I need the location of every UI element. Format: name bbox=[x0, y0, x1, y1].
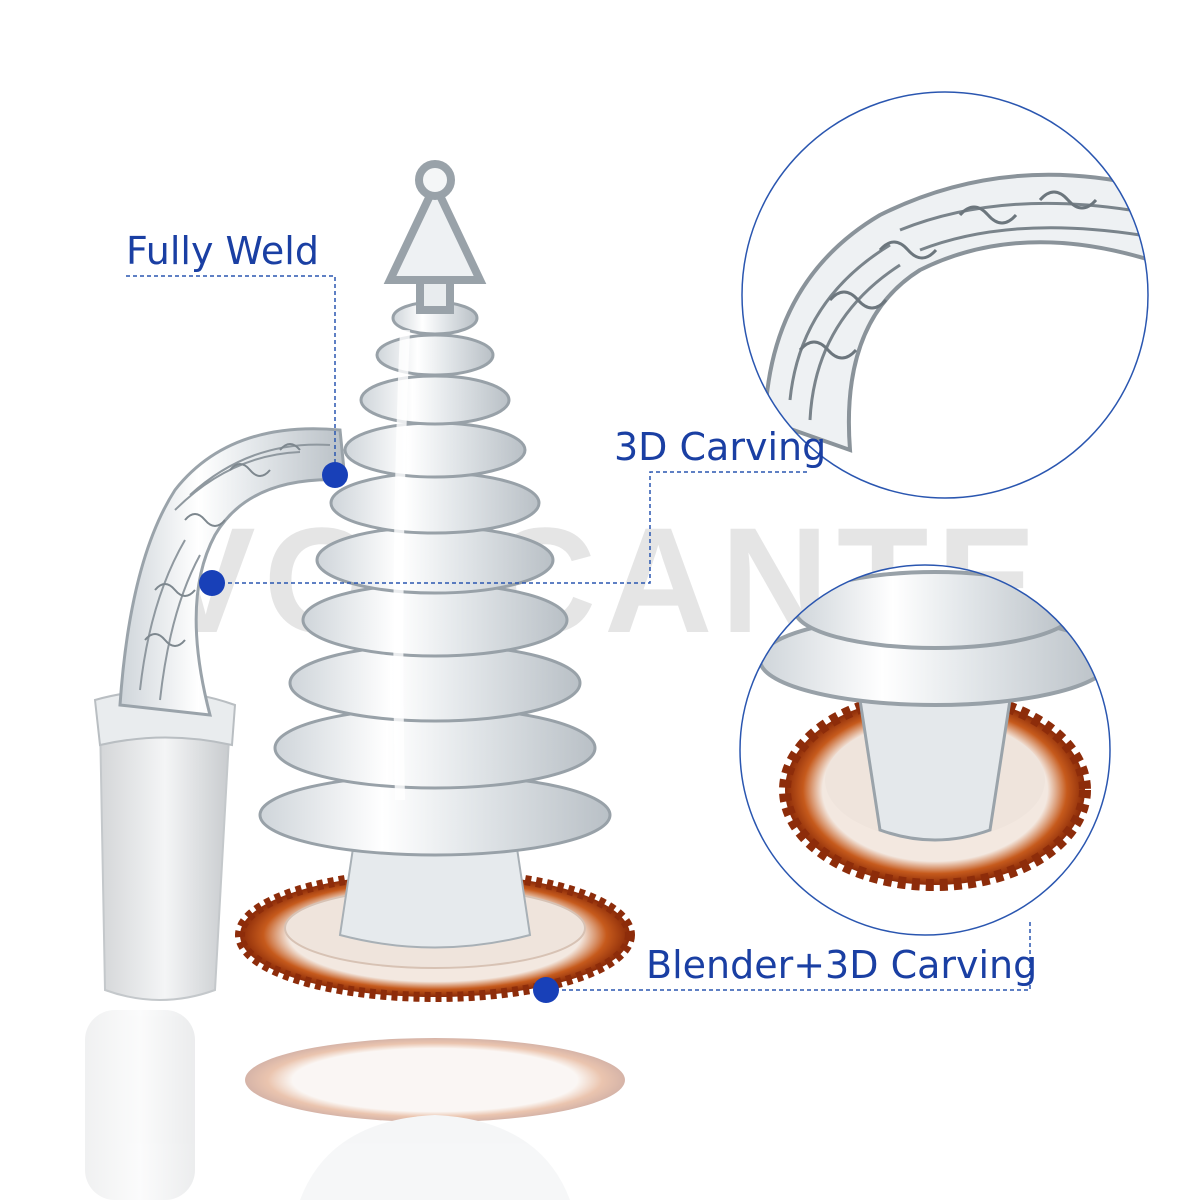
callout-3d-carving: 3D Carving bbox=[614, 425, 827, 469]
reflection bbox=[85, 1010, 625, 1200]
marker-dot-blender bbox=[533, 977, 559, 1003]
frosted-joint bbox=[93, 690, 237, 1001]
carved-arm bbox=[118, 427, 347, 717]
leader-lines bbox=[126, 275, 1031, 991]
leader-line-carving bbox=[214, 471, 810, 584]
zoom-inset-carved-arm bbox=[741, 91, 1149, 499]
callout-blender-3d-carving: Blender+3D Carving bbox=[646, 943, 1038, 987]
leader-line-blender bbox=[548, 920, 1031, 991]
cone-stem bbox=[338, 834, 532, 949]
zoom-inset-amber-disc bbox=[739, 564, 1111, 936]
marker-dot-carving bbox=[199, 570, 225, 596]
body-highlight bbox=[393, 329, 410, 801]
marker-dot-weld bbox=[322, 462, 348, 488]
top-finial bbox=[383, 160, 487, 314]
tiered-glass-body bbox=[258, 300, 612, 857]
callout-fully-weld: Fully Weld bbox=[126, 229, 319, 273]
